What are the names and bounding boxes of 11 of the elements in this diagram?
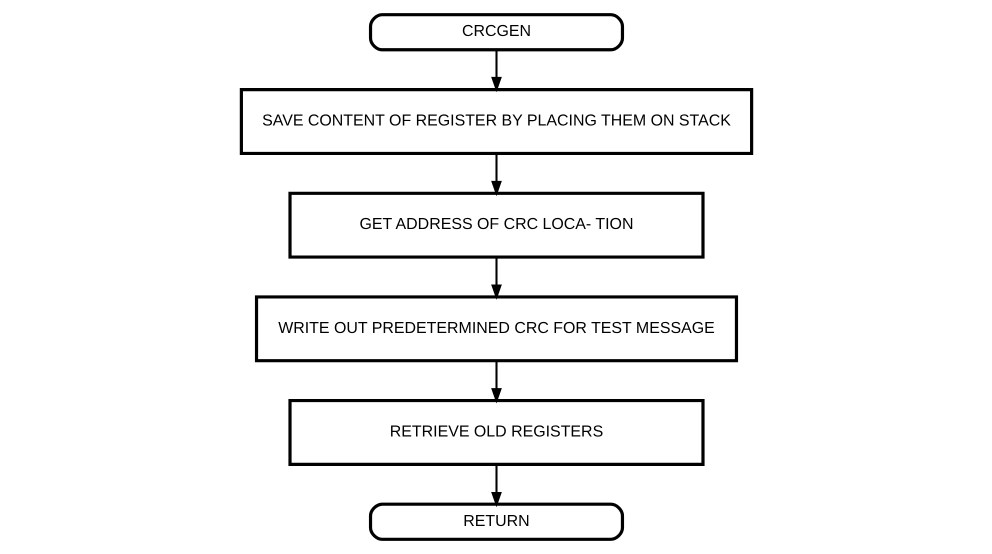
- node-box: WRITE OUT PREDETERMINED CRC FOR TEST MESSAGE: [254, 295, 738, 362]
- arrow: [490, 154, 502, 196]
- node-box: GET ADDRESS OF CRC LOCA- TION: [288, 192, 704, 259]
- node-box: RETURN: [368, 502, 624, 541]
- arrow: [490, 361, 502, 404]
- arrow: [490, 257, 502, 300]
- arrow: [490, 464, 502, 508]
- node-box: SAVE CONTENT OF REGISTER BY PLACING THEM ON STACK: [239, 88, 753, 156]
- node-box: RETRIEVE OLD REGISTERS: [288, 398, 704, 466]
- node-box: CRCGEN: [368, 13, 624, 52]
- arrow: [490, 50, 502, 92]
